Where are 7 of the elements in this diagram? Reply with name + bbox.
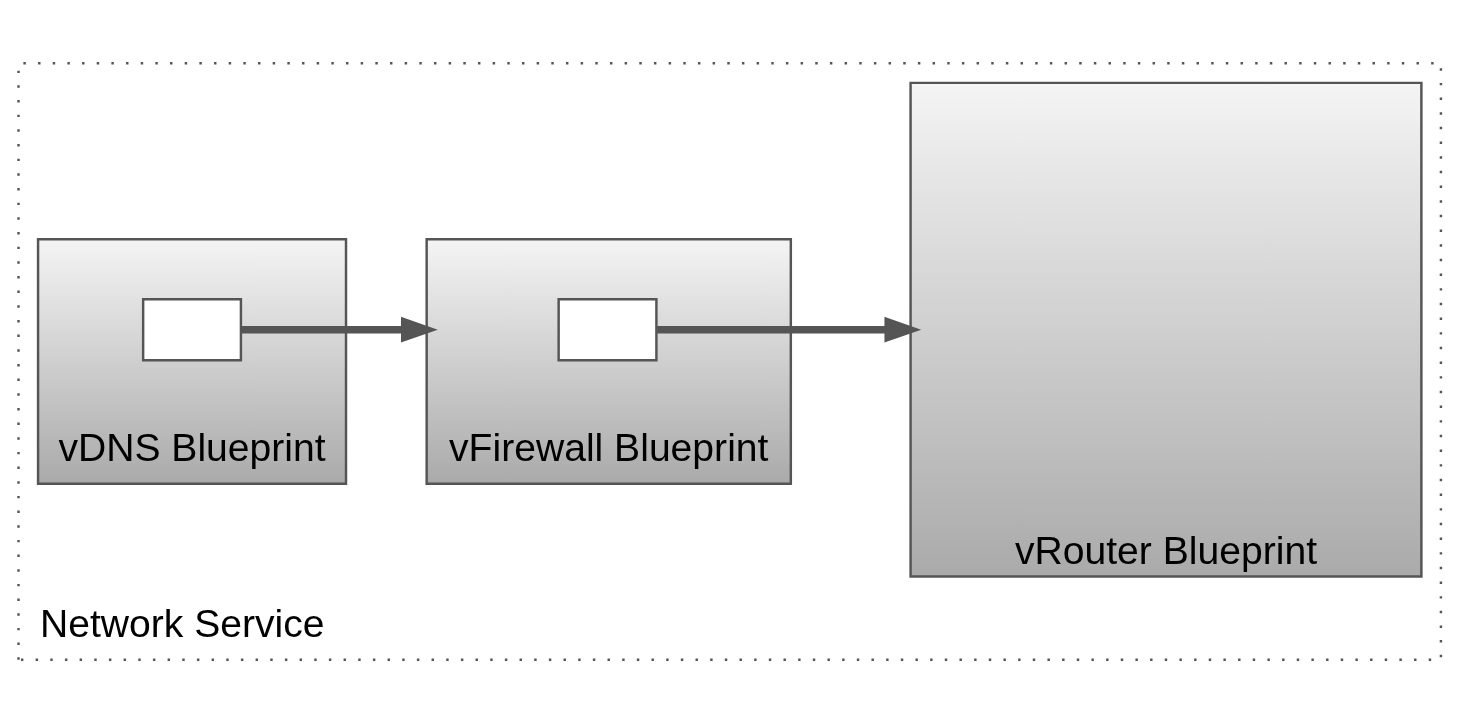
arrow — [241, 316, 438, 343]
cluster: vFirewall Blueprint — [425, 237, 793, 485]
node-box — [557, 297, 658, 361]
node-box: vRouter Blueprint — [909, 81, 1423, 578]
arrow — [657, 316, 922, 343]
cluster: vDNS Blueprint — [36, 237, 348, 485]
node-box — [141, 297, 243, 361]
